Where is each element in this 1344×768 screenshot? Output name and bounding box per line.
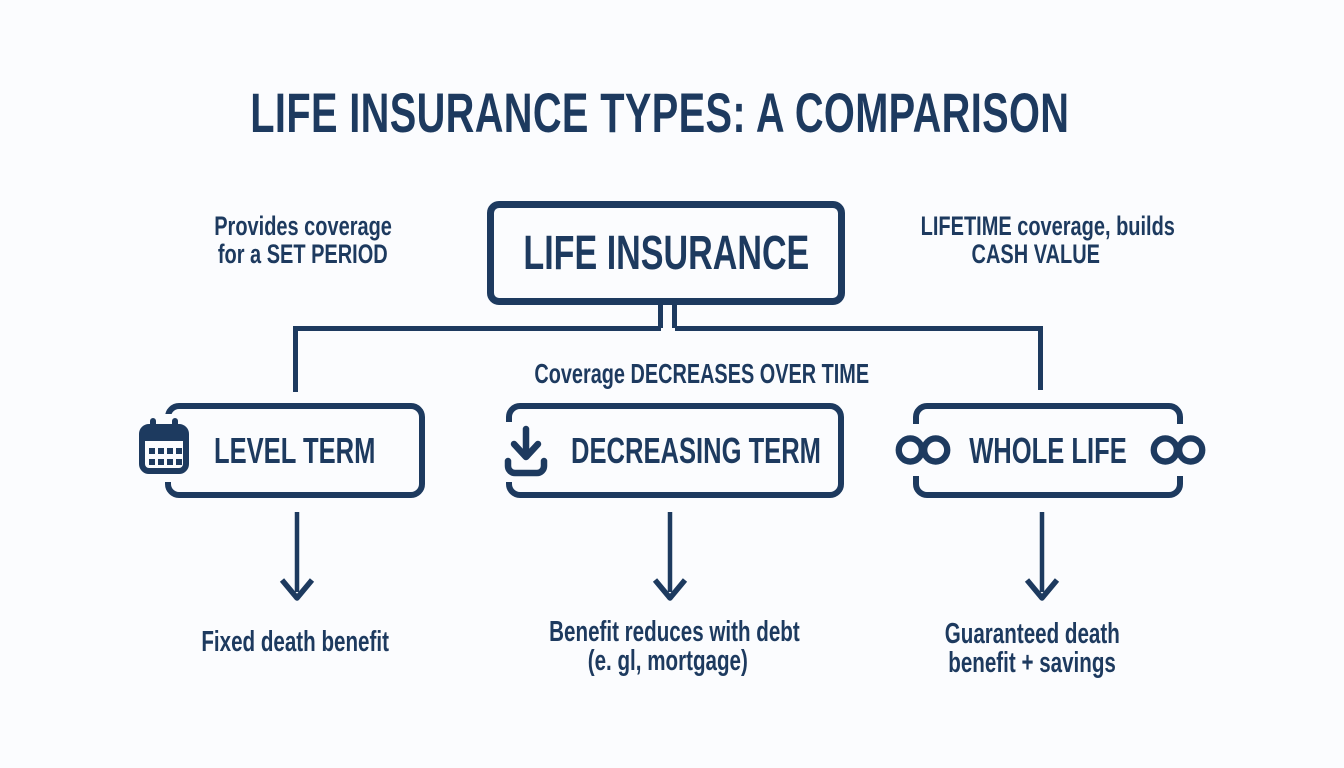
- rail-right: [675, 326, 1043, 331]
- node-decreasing-term: DECREASING TERM: [506, 403, 844, 498]
- node-whole-life-label: WHOLE LIFE: [969, 429, 1127, 471]
- node-life-insurance-label: LIFE INSURANCE: [523, 226, 809, 280]
- outcome-whole-life: Guaranteed death benefit + savings: [944, 618, 1120, 679]
- page-title-text: LIFE INSURANCE TYPES: A COMPARISON: [250, 81, 1070, 144]
- calendar-icon: [134, 414, 194, 482]
- down-arrow-decreasing-term: [650, 508, 690, 612]
- node-decreasing-term-label: DECREASING TERM: [571, 429, 821, 471]
- drop-left: [293, 326, 298, 392]
- infinity-left-icon: [892, 424, 954, 476]
- rail-left: [293, 326, 661, 331]
- trunk-stub-left: [658, 304, 663, 328]
- trunk-stub-right: [672, 304, 677, 328]
- node-level-term-label: LEVEL TERM: [214, 429, 376, 471]
- download-arrow-icon: [500, 422, 552, 482]
- outcome-decreasing-term: Benefit reduces with debt (e. gl, mortga…: [549, 616, 800, 677]
- outcome-level-term: Fixed death benefit: [201, 626, 389, 658]
- cash-value-note: LIFETIME coverage, builds CASH VALUE: [920, 211, 1175, 269]
- down-arrow-level-term: [277, 508, 317, 612]
- decreases-note: Coverage DECREASES OVER TIME: [534, 358, 870, 389]
- drop-right: [1038, 326, 1043, 390]
- set-period-note: Provides coverage for a SET PERIOD: [214, 211, 392, 269]
- page-title: LIFE INSURANCE TYPES: A COMPARISON: [0, 80, 1320, 145]
- node-life-insurance: LIFE INSURANCE: [487, 201, 845, 305]
- node-level-term: LEVEL TERM: [165, 403, 425, 498]
- down-arrow-whole-life: [1022, 508, 1062, 612]
- infinity-right-icon: [1147, 424, 1209, 476]
